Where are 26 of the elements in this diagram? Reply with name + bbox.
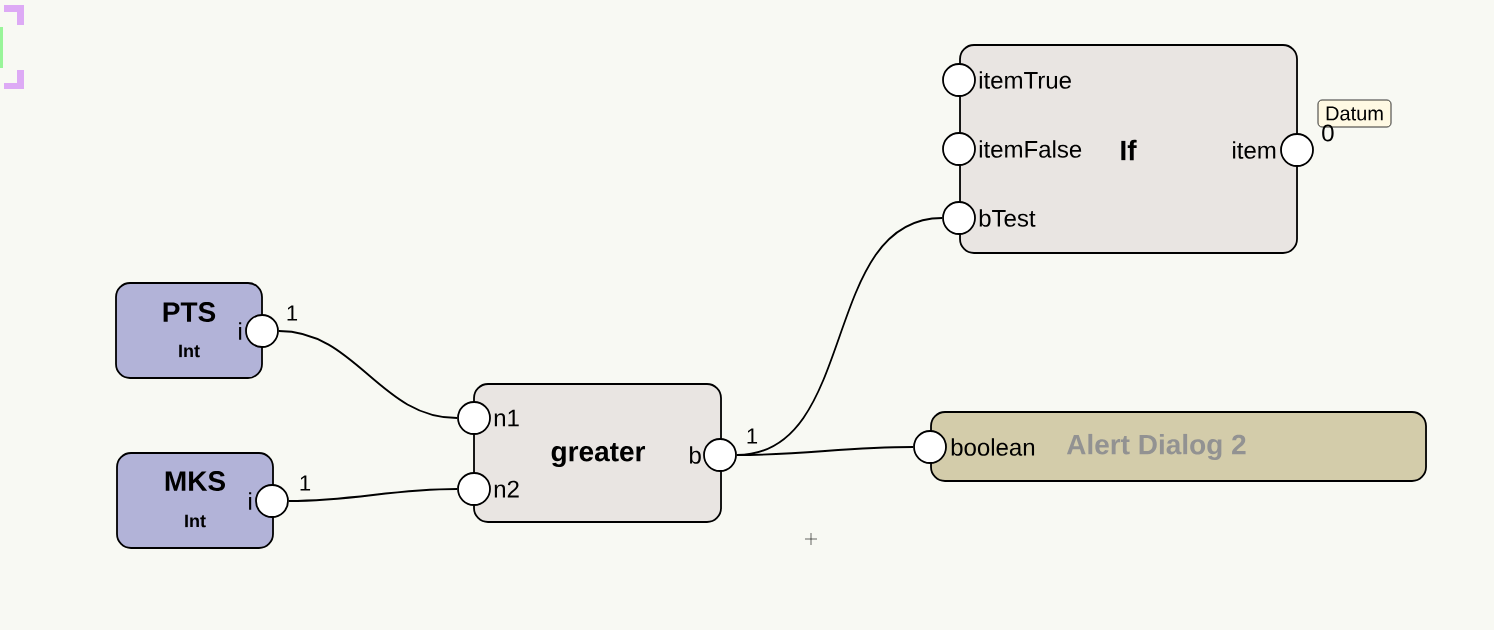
port-circle [457, 401, 491, 435]
port-label: itemFalse [979, 140, 1082, 158]
port-label: n1 [494, 409, 519, 427]
port-label: i [249, 492, 252, 510]
port-circle [1280, 133, 1314, 167]
port-circle [245, 314, 279, 348]
port-circle [942, 132, 976, 166]
port-label: boolean [951, 438, 1035, 456]
port-circle [942, 63, 976, 97]
edge-label: 1 [747, 428, 758, 444]
port-circle [255, 484, 289, 518]
port-circle [703, 438, 737, 472]
port-circle [913, 430, 947, 464]
port-label: item [1233, 141, 1276, 159]
port-label: n2 [494, 480, 519, 498]
port-label: i [239, 322, 242, 340]
port-circle [942, 201, 976, 235]
connector-line [278, 330, 458, 419]
port-circle [457, 472, 491, 506]
edge-label: 1 [300, 475, 311, 491]
port-label: bTest [979, 209, 1036, 227]
connector-line [736, 446, 914, 456]
edge-label: 1 [287, 305, 298, 321]
port-label: itemTrue [979, 71, 1071, 89]
connector-line [288, 488, 458, 502]
port-label: b [690, 446, 701, 464]
